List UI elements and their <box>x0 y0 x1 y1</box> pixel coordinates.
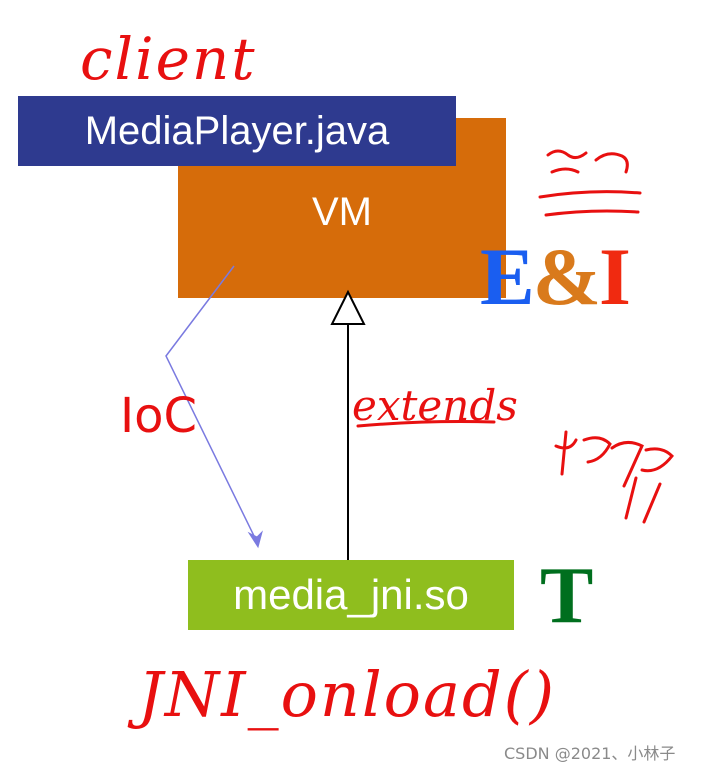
mediaplayer-box: MediaPlayer.java <box>18 96 456 166</box>
chinese-note-scribble <box>538 149 642 217</box>
t-tag: T <box>540 552 594 640</box>
extends-arrow-head <box>330 289 366 325</box>
csdn-watermark: CSDN @2021、小林子 <box>504 744 676 763</box>
ioc-annotation: IoC <box>120 388 198 444</box>
ei-tag-amp: & <box>532 231 601 322</box>
handwriting-strokes <box>356 149 674 524</box>
ioc-arrow-head <box>247 530 263 549</box>
ioc-arrow-line <box>165 265 257 541</box>
extends-underline <box>356 420 496 428</box>
chinese-note-scribble-2 <box>554 430 674 524</box>
ei-tag-i: I <box>599 231 631 322</box>
ei-tag-e: E <box>480 231 535 322</box>
extends-annotation: extends <box>352 381 518 430</box>
media-jni-box: media_jni.so <box>188 560 514 630</box>
media-jni-label: media_jni.so <box>233 571 469 618</box>
mediaplayer-label: MediaPlayer.java <box>84 108 390 153</box>
vm-label: VM <box>312 190 372 234</box>
jni-onload-annotation: JNI_onload() <box>138 658 557 731</box>
ei-tag: E&I <box>480 236 631 318</box>
client-annotation: client <box>80 25 257 93</box>
